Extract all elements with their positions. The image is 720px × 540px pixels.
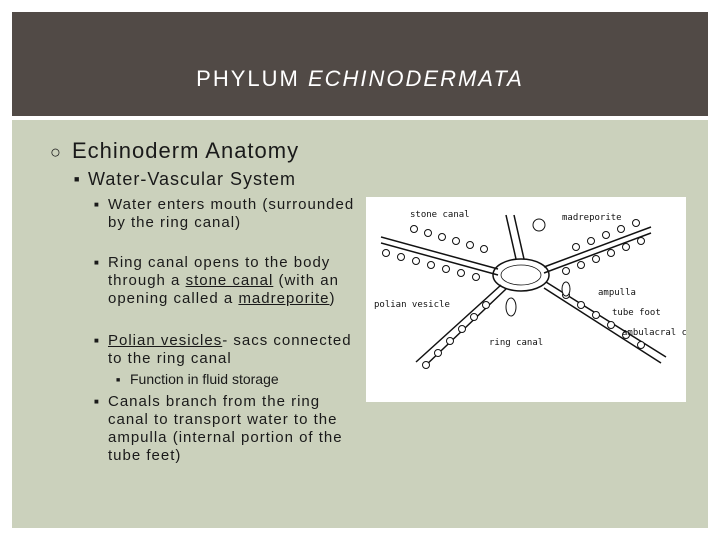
text-part: Ring canal opens to the body through a: [108, 254, 331, 289]
bullet-level3-polian: ■ Polian vesicles- sacs connected to the…: [94, 332, 362, 368]
bullet-text: Function in fluid storage: [130, 371, 279, 387]
text-part: - sacs connected to the ring canal: [108, 332, 352, 367]
square-bullet-icon: ■: [116, 377, 121, 384]
label-ambulacral-canal: ambulacral canal: [622, 328, 686, 338]
water-vascular-diagram: stone canal madreporite polian vesicle a…: [366, 197, 686, 402]
bullet-text: Water enters mouth (surrounded by the ri…: [108, 196, 355, 231]
bullet-level3-ring-canal: ■ Ring canal opens to the body through a…: [94, 254, 362, 308]
text-part: ): [329, 290, 336, 307]
hollow-circle-bullet-icon: ○: [50, 142, 62, 162]
text-part: (with an opening called a: [108, 272, 339, 307]
square-bullet-icon: ■: [94, 336, 100, 345]
label-ring-canal: ring canal: [489, 338, 543, 348]
ring-canal-shape: [492, 258, 550, 292]
arm-upper-left: [380, 236, 499, 270]
square-bullet-icon: ■: [94, 258, 100, 267]
starfish-diagram-image: stone canal madreporite polian vesicle a…: [374, 210, 686, 369]
square-bullet-icon: ■: [74, 174, 81, 184]
stone-canal-shape: [505, 214, 517, 260]
bullet-level2: ■ Water-Vascular System: [74, 169, 296, 190]
bullet-level4-function: ■ Function in fluid storage: [116, 371, 279, 387]
bullet-text: Ring canal opens to the body through a s…: [108, 254, 362, 308]
bullet-level3-canals: ■ Canals branch from the ring canal to t…: [94, 393, 362, 465]
bullet-text: Canals branch from the ring canal to tra…: [108, 393, 343, 464]
stone-canal-term: stone canal: [185, 272, 274, 289]
bullet-level3-water-enters: ■ Water enters mouth (surrounded by the …: [94, 196, 362, 232]
label-tube-foot: tube foot: [612, 308, 661, 318]
square-bullet-icon: ■: [94, 200, 100, 209]
bullet-level1: ○ Echinoderm Anatomy: [50, 138, 299, 164]
label-madreporite: madreporite: [562, 213, 622, 223]
title-prefix: PHYLUM: [196, 66, 300, 91]
slide-title: PHYLUM ECHINODERMATA: [12, 66, 708, 92]
arm-lower-left: [415, 284, 502, 363]
arm-upper-right: [543, 226, 652, 268]
title-bar: PHYLUM ECHINODERMATA: [12, 12, 708, 120]
polian-vesicles-term: Polian vesicles: [108, 332, 223, 349]
bullet-text: Echinoderm Anatomy: [72, 138, 300, 163]
bullet-text: Water-Vascular System: [88, 169, 297, 189]
label-stone-canal: stone canal: [410, 210, 470, 220]
madreporite-term: madreporite: [238, 290, 330, 307]
bullet-text: Polian vesicles- sacs connected to the r…: [108, 332, 362, 368]
square-bullet-icon: ■: [94, 397, 100, 406]
label-ampulla: ampulla: [598, 288, 636, 298]
label-polian-vesicle: polian vesicle: [374, 300, 450, 310]
title-italic: ECHINODERMATA: [307, 66, 524, 91]
